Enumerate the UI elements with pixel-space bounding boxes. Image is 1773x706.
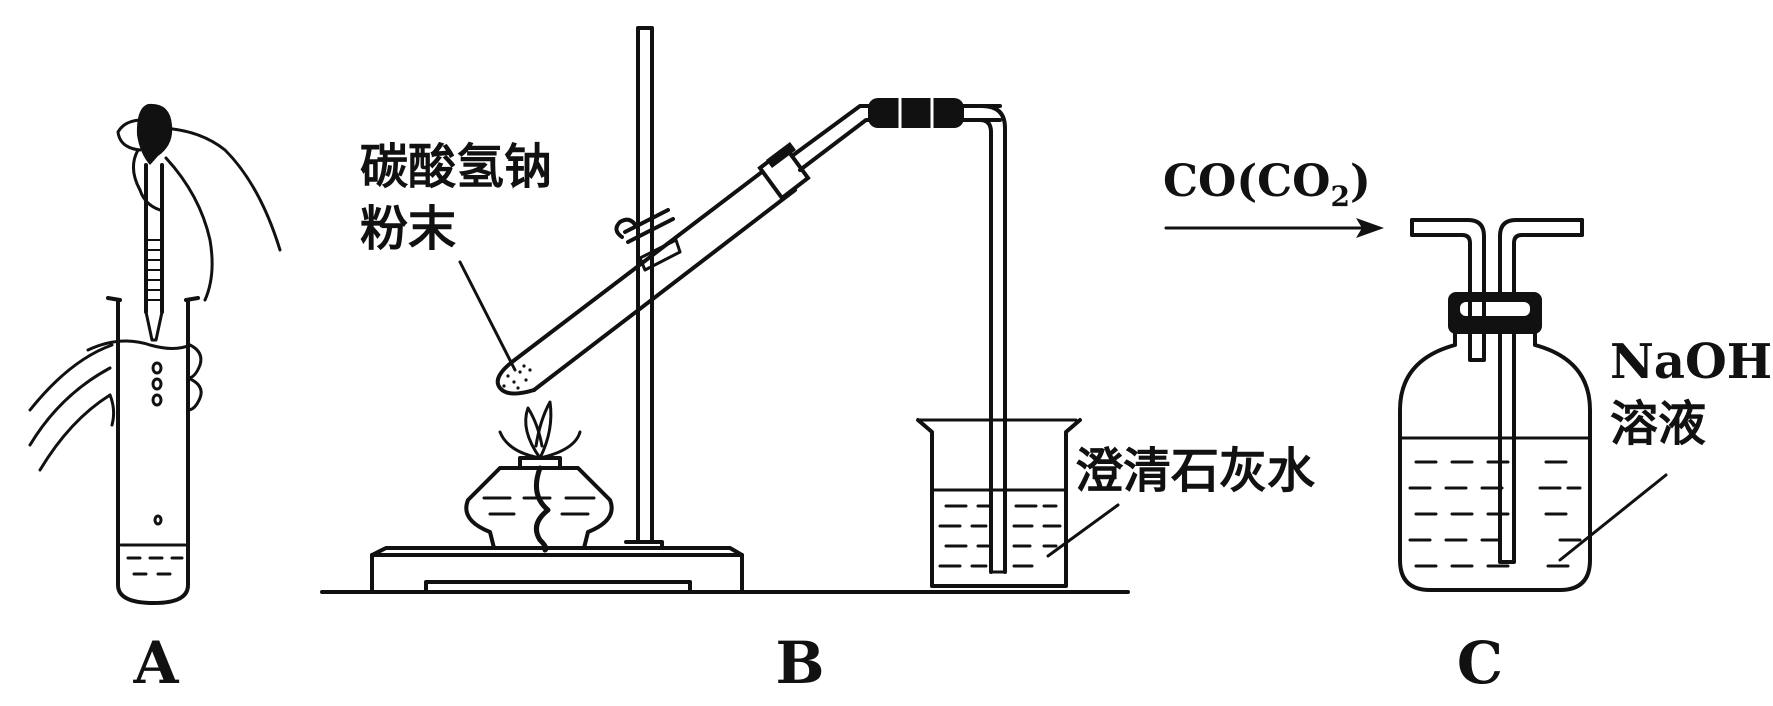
flame <box>498 400 582 460</box>
reagent-callout: 碳酸氢钠 粉末 <box>360 139 552 372</box>
beaker-b <box>916 418 1082 588</box>
gas-flow: CO(CO2) <box>1163 156 1384 238</box>
naoh-leader-line <box>1558 473 1668 562</box>
solution-callout-b: 澄清石灰水 <box>1046 443 1316 558</box>
gas-formula-subscript: 2 <box>1331 180 1350 213</box>
test-tube-a <box>106 296 200 605</box>
reagent-label-line2: 粉末 <box>360 201 456 257</box>
rubber-stopper-b <box>757 142 811 201</box>
label-c: C <box>1457 629 1503 697</box>
naoh-label-line1: NaOH <box>1610 334 1772 390</box>
liquid-a <box>119 543 187 576</box>
gas-formula-main: CO(CO <box>1163 156 1331 207</box>
apparatus-b: 碳酸氢钠 粉末 澄清石灰水 B <box>320 26 1316 697</box>
washing-bottle <box>1398 218 1592 592</box>
limewater-leader-line <box>1046 503 1120 558</box>
gas-formula: CO(CO2) <box>1163 156 1371 213</box>
lower-hand <box>28 339 203 472</box>
apparatus-c: CO(CO2) <box>1163 156 1772 697</box>
label-a: A <box>132 629 179 697</box>
limewater-label: 澄清石灰水 <box>1075 443 1316 499</box>
rubber-connector <box>868 98 964 128</box>
apparatus-a: A <box>28 103 282 697</box>
outlet-tube <box>1498 218 1584 564</box>
naoh-label-line2: 溶液 <box>1610 396 1706 452</box>
gas-formula-close: ) <box>1350 156 1371 207</box>
dropper <box>136 103 173 342</box>
heated-test-tube <box>495 98 1007 574</box>
iron-stand <box>370 26 744 594</box>
alcohol-lamp <box>464 400 614 553</box>
inlet-tube <box>1410 218 1486 362</box>
baking-soda-powder <box>502 364 532 390</box>
upper-hand <box>116 118 282 302</box>
solution-callout-c: NaOH 溶液 <box>1558 334 1772 562</box>
droplets-a <box>151 361 163 526</box>
label-b: B <box>775 629 824 697</box>
reagent-leader-line <box>458 260 517 372</box>
reagent-label-line1: 碳酸氢钠 <box>360 139 552 195</box>
bottle-stopper <box>1448 292 1542 334</box>
